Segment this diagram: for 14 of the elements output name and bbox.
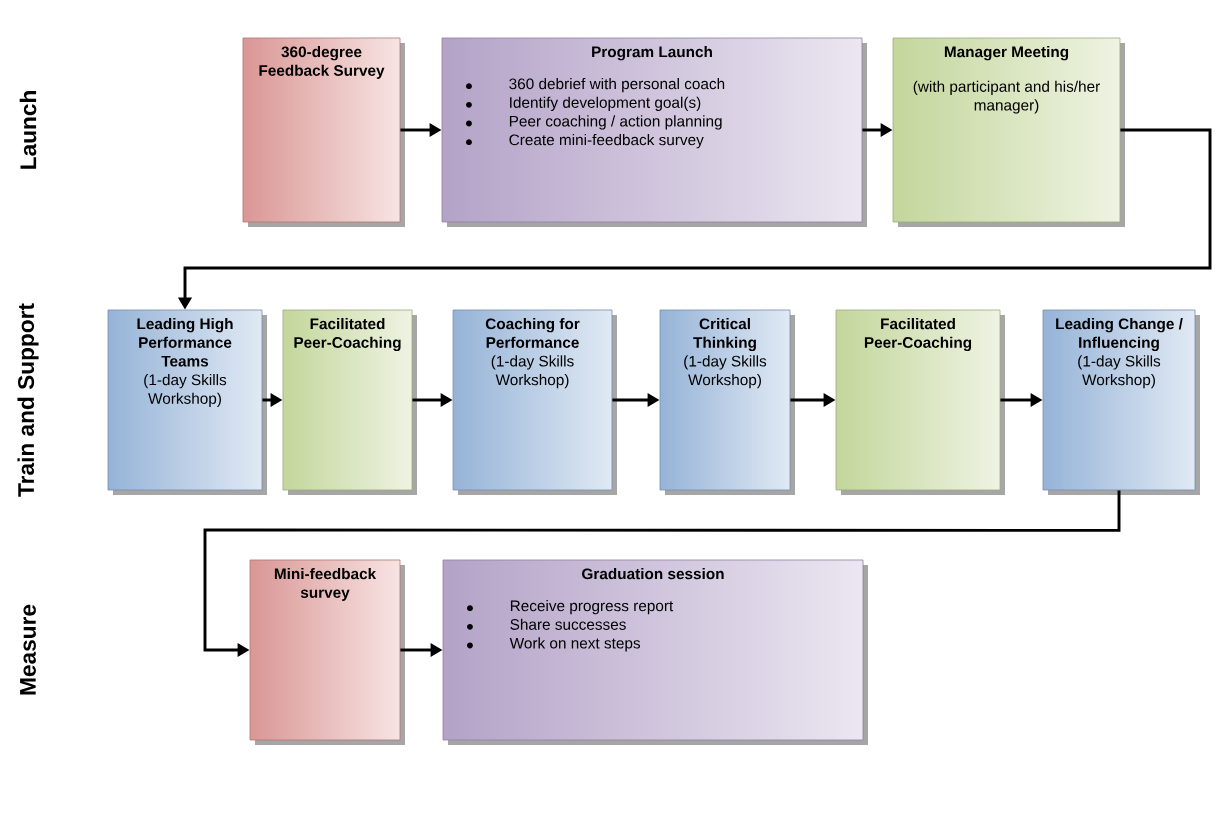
process-box: Manager Meeting (with participant and his/her manager) <box>892 37 1125 227</box>
process-box: Mini-feedback survey <box>249 559 405 745</box>
process-box: Facilitated Peer-Coaching <box>835 309 1005 495</box>
process-box: Leading Change / Influencing (1-day Skills Workshop) <box>1042 309 1200 495</box>
process-box: Coaching for Performance (1-day Skills Workshop) <box>452 309 617 495</box>
row-label: Launch <box>19 91 37 169</box>
row-label: Measure <box>20 604 36 695</box>
process-box: Program Launch 360 debrief with personal coach Identify development goal(s) Peer coaching / action planning Create mini-feedback survey <box>441 37 867 227</box>
process-box: Facilitated Peer-Coaching <box>282 309 417 495</box>
process-box: 360-degree Feedback Survey <box>242 37 405 227</box>
row-label: Train and Support <box>17 303 39 497</box>
process-box: Graduation session Receive progress report Share successes Work on next steps <box>442 559 868 745</box>
process-box: Leading High Performance Teams (1-day Skills Workshop) <box>107 309 267 495</box>
process-box: Critical Thinking (1-day Skills Workshop) <box>659 309 795 495</box>
